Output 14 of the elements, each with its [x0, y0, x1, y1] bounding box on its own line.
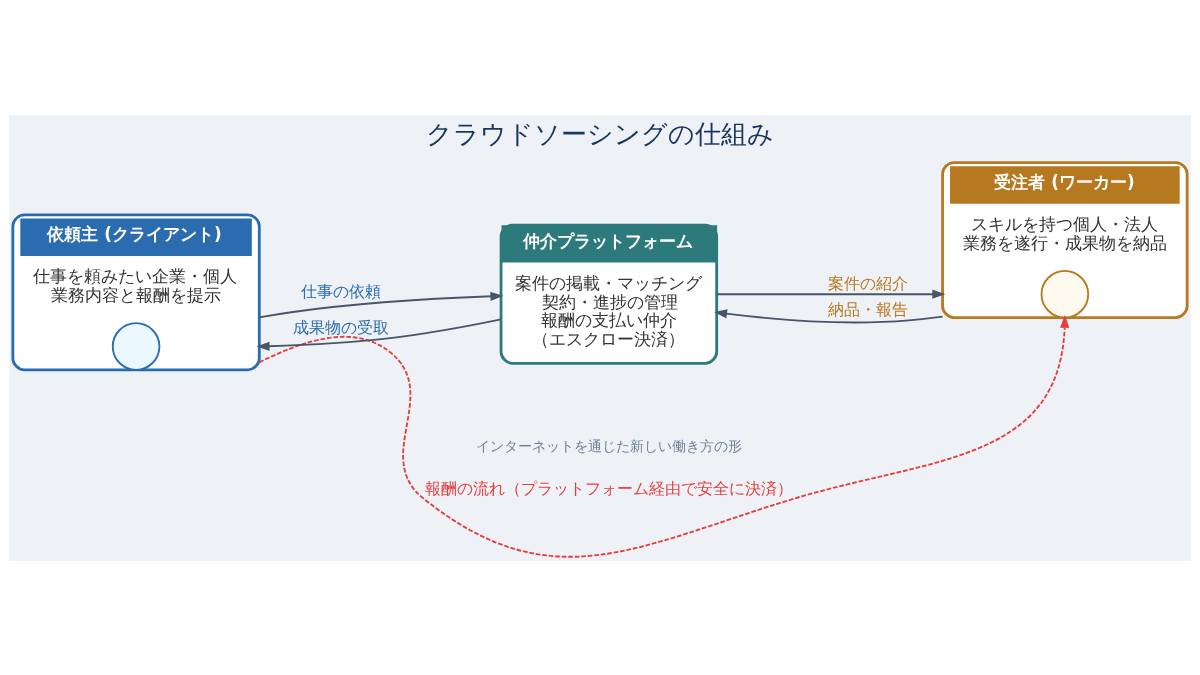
node-circle	[111, 321, 161, 371]
node-circle	[1040, 269, 1090, 318]
arrow	[258, 314, 1070, 558]
edge-label: 報酬の流れ（プラットフォーム経由で安全に決済）	[424, 478, 793, 498]
arrow	[256, 318, 502, 351]
arrow	[713, 308, 944, 323]
edge-label: 仕事の依頼	[301, 281, 382, 301]
label: インターネットを通じた新しい働き方の形	[475, 437, 742, 454]
diagram-title: クラウドソーシングの仕組み	[426, 118, 774, 149]
edge-label: 成果物の受取	[293, 317, 390, 337]
edge-label: 案件の紹介	[828, 273, 909, 293]
arrow	[715, 289, 946, 299]
arrow	[258, 291, 504, 318]
edge-label: 納品・報告	[828, 299, 909, 319]
